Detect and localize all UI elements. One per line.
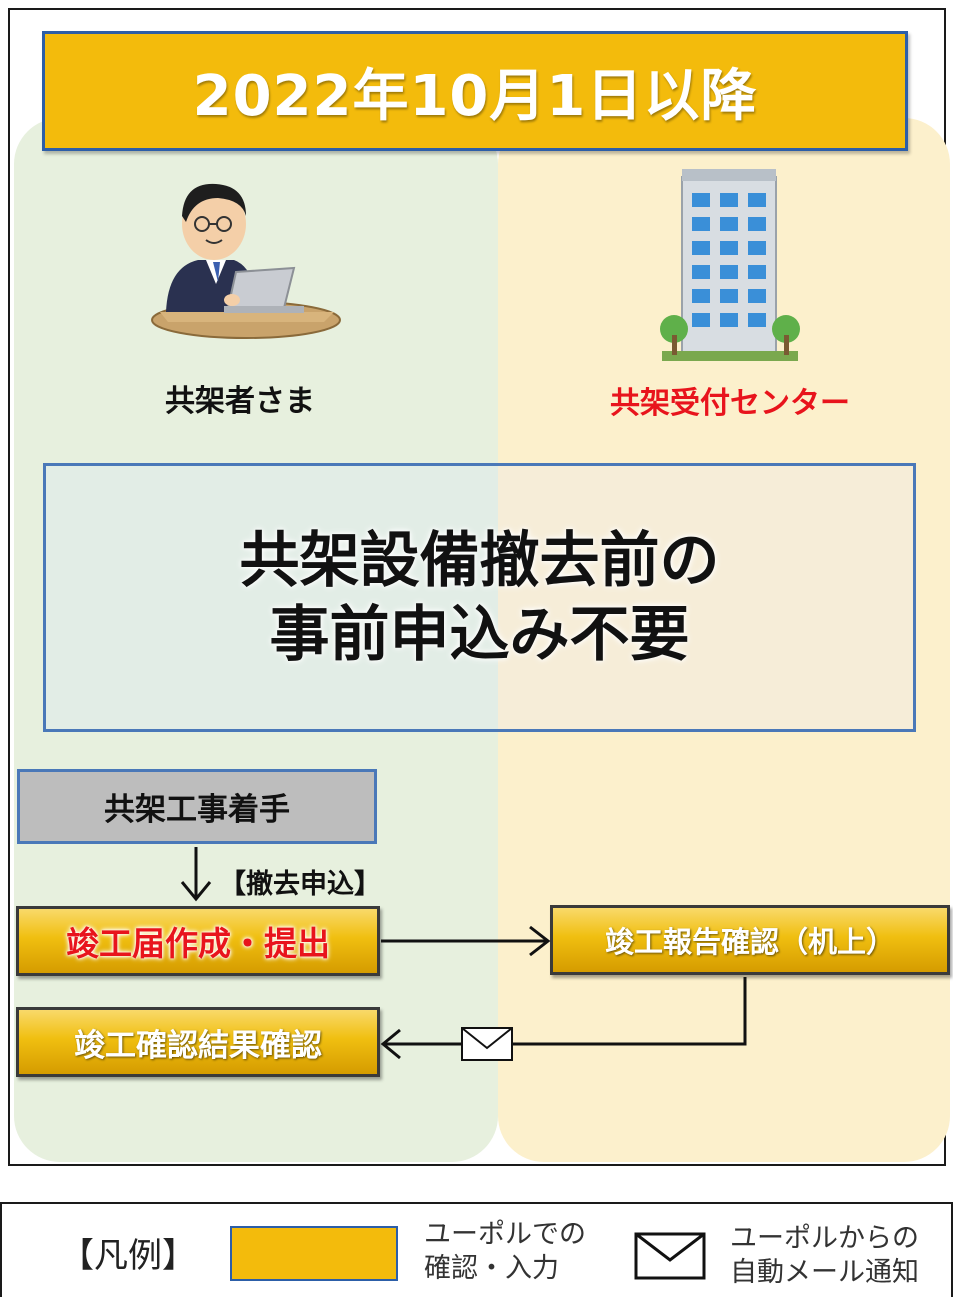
period-title: 2022年10月1日以降	[192, 63, 758, 129]
actor-applicant: 共架者さま	[165, 384, 315, 419]
period-header: 2022年10月1日以降	[42, 31, 908, 151]
step-result-check: 竣工確認結果確認	[16, 1007, 380, 1077]
person-at-laptop-icon	[151, 183, 341, 339]
arrow-return	[383, 977, 747, 1046]
actor-center: 共架受付センター	[610, 386, 850, 421]
notice-line-2: 事前申込み不要	[269, 599, 690, 670]
flow-arrows	[180, 847, 747, 1061]
legend-mail-line-2: 自動メール通知	[730, 1257, 919, 1288]
legend-box	[0, 1202, 953, 1297]
removal-application-label: 【撤去申込】	[219, 869, 381, 900]
legend-swatch	[230, 1226, 398, 1281]
notice-box: 共架設備撤去前の 事前申込み不要	[43, 463, 916, 732]
step-report-check: 竣工報告確認（机上）	[550, 905, 950, 975]
legend-title: 【凡例】	[60, 1236, 196, 1276]
legend-swatch-text: ユーポルでの 確認・入力	[424, 1218, 586, 1286]
legend-swatch-line-2: 確認・入力	[424, 1253, 559, 1284]
envelope-icon	[461, 1027, 513, 1061]
legend-mail-line-1: ユーポルからの	[730, 1223, 919, 1254]
legend-mail-text: ユーポルからの 自動メール通知	[730, 1222, 919, 1290]
notice-line-1: 共架設備撤去前の	[239, 525, 720, 596]
step-start-work: 共架工事着手	[17, 769, 377, 844]
step-submit-completion: 竣工届作成・提出	[16, 906, 380, 976]
legend-swatch-line-1: ユーポルでの	[424, 1219, 586, 1250]
office-building-icon	[660, 169, 800, 361]
legend-envelope-icon	[634, 1232, 706, 1280]
